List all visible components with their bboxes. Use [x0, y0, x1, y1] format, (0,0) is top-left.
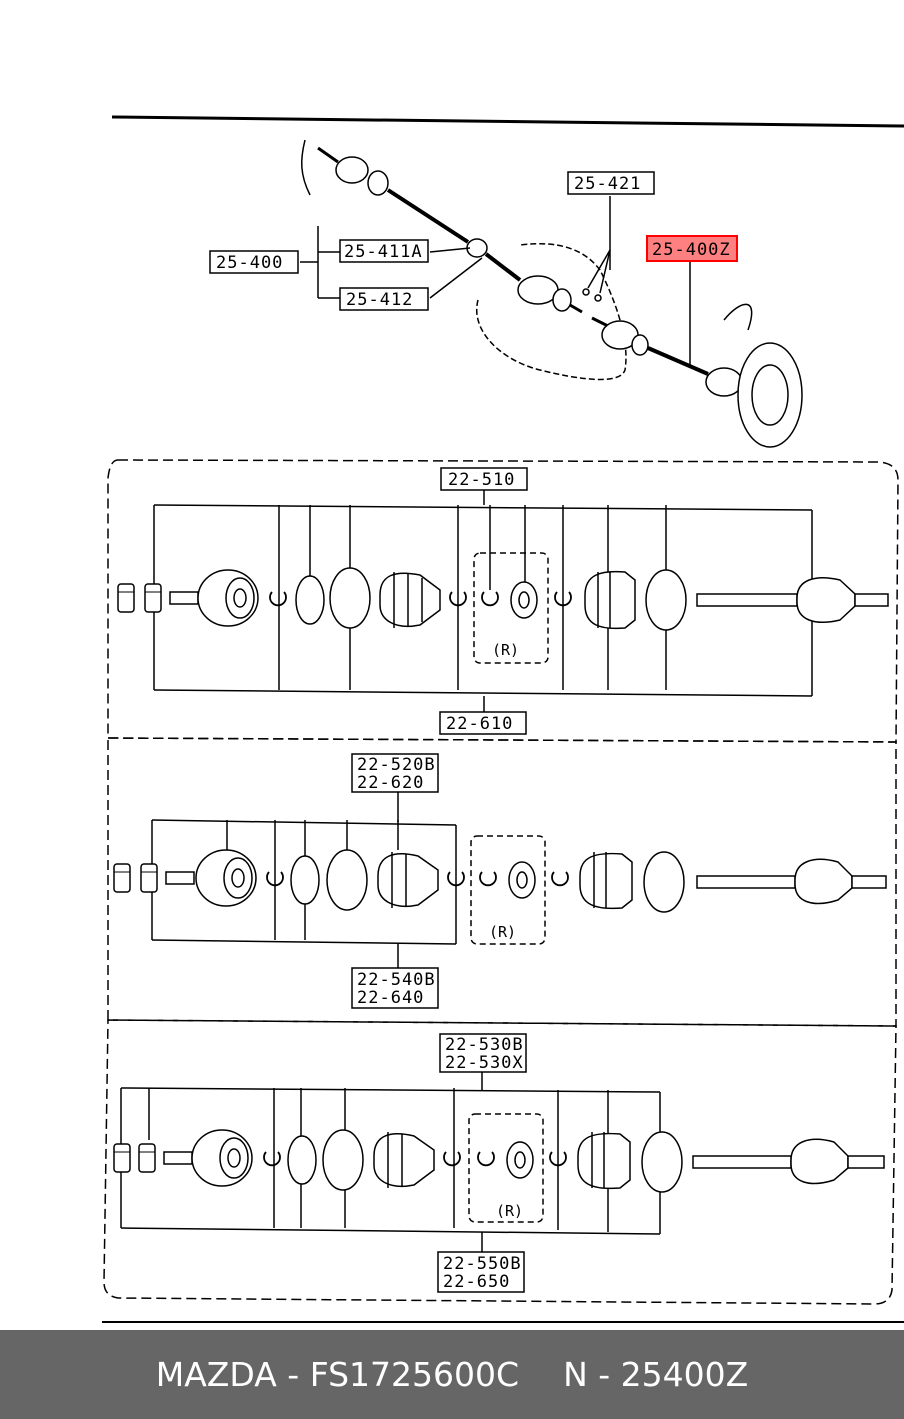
- svg-text:22-510: 22-510: [448, 470, 515, 490]
- label-25-400z-highlighted: 25-400Z: [646, 235, 738, 262]
- r-tag-2: (R): [489, 923, 516, 941]
- svg-text:25-400: 25-400: [216, 253, 283, 273]
- assembly-view: [300, 139, 803, 448]
- svg-text:22-550B: 22-550B: [443, 1254, 522, 1274]
- svg-text:22-620: 22-620: [357, 773, 424, 793]
- footer-part-number: MAZDA - FS1725600C: [155, 1355, 520, 1394]
- label-25-400: 25-400: [209, 250, 299, 274]
- r-tag-1: (R): [492, 641, 519, 659]
- svg-text:22-610: 22-610: [446, 714, 513, 734]
- r-tag-3: (R): [496, 1202, 523, 1220]
- label-25-411a: 25-411A: [339, 239, 429, 263]
- label-22-550b-22-650: 22-550B 22-650: [437, 1251, 525, 1293]
- svg-text:22-530B: 22-530B: [445, 1035, 524, 1055]
- svg-text:25-421: 25-421: [574, 174, 641, 194]
- svg-text:22-520B: 22-520B: [357, 755, 436, 775]
- panel-3: [103, 1019, 897, 1305]
- svg-text:25-400Z: 25-400Z: [652, 240, 731, 260]
- svg-text:25-411A: 25-411A: [344, 242, 423, 262]
- panel-1: [107, 459, 899, 743]
- panel-2: [107, 737, 897, 1027]
- label-22-510: 22-510: [440, 467, 528, 491]
- label-25-421: 25-421: [567, 171, 655, 195]
- label-22-610: 22-610: [439, 711, 527, 735]
- label-25-412: 25-412: [339, 287, 429, 311]
- label-22-520b-22-620: 22-520B 22-620: [351, 753, 439, 793]
- parts-diagram: 25-400 25-411A 25-412 25-421 25-400Z: [102, 115, 904, 1323]
- footer-reference: N - 25400Z: [563, 1355, 749, 1394]
- svg-text:22-650: 22-650: [443, 1272, 510, 1292]
- label-22-530b-22-530x: 22-530B 22-530X: [439, 1033, 527, 1073]
- top-rule: [111, 115, 904, 128]
- svg-text:22-530X: 22-530X: [445, 1053, 524, 1073]
- svg-text:22-540B: 22-540B: [357, 970, 436, 990]
- label-22-540b-22-640: 22-540B 22-640: [351, 967, 439, 1009]
- svg-text:25-412: 25-412: [346, 290, 413, 310]
- svg-text:22-640: 22-640: [357, 988, 424, 1008]
- footer-bar: MAZDA - FS1725600C N - 25400Z: [0, 1330, 904, 1419]
